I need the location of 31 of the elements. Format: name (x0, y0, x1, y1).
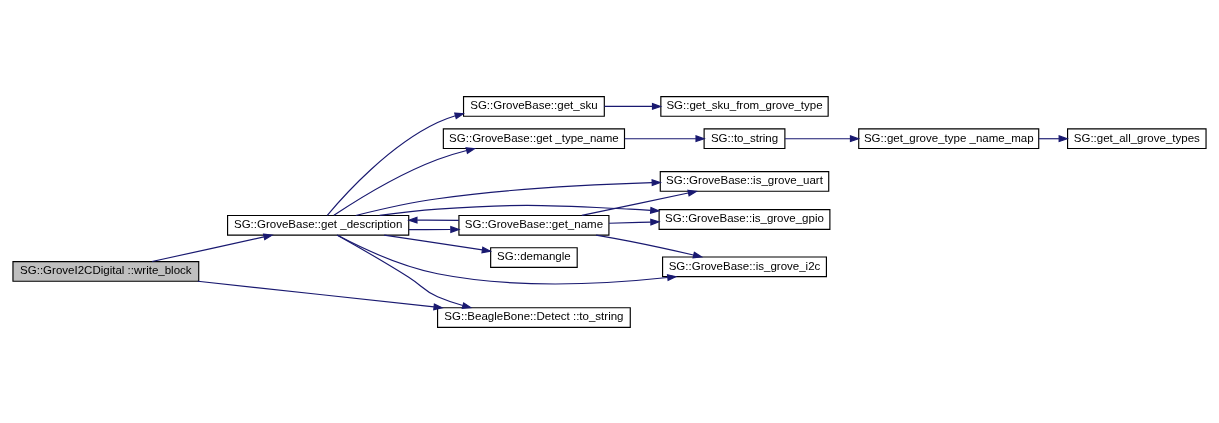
node-box: SG::get_grove_type _name_map (858, 127, 1040, 149)
arrow (197, 280, 444, 310)
arrow (333, 146, 477, 216)
node-box: SG::GroveBase::get _type_name (442, 127, 626, 149)
arrow (379, 204, 661, 216)
node-box: SG::GroveBase::get_name (458, 214, 610, 236)
node-box: SG::GroveBase::get_sku (462, 95, 605, 117)
node-box: SG::GroveI2CDigital ::write_block (12, 260, 200, 282)
node-box: SG::GroveBase::is_grove_gpio (658, 208, 831, 230)
node-box: SG::get_all_grove_types (1067, 127, 1207, 149)
arrow (595, 234, 704, 258)
arrow (383, 234, 493, 253)
arrow (624, 134, 706, 142)
arrow (581, 189, 699, 216)
node-box: SG::GroveBase::get _description (227, 214, 410, 236)
node-box: SG::GroveBase::is_grove_i2c (662, 255, 827, 277)
arrow (407, 215, 460, 224)
arrow (608, 217, 661, 226)
arrow (784, 134, 861, 142)
node-box: SG::get_sku_from_grove_type (660, 95, 829, 117)
arrow (603, 102, 663, 110)
node-box: SG::demangle (490, 246, 578, 268)
arrow (151, 232, 274, 262)
arrow (336, 234, 473, 309)
arrow (355, 178, 662, 216)
arrow (408, 225, 461, 233)
arrow (326, 111, 465, 216)
node-box: SG::GroveBase::is_grove_uart (659, 170, 830, 192)
node-box: SG::BeagleBone::Detect ::to_string (437, 306, 631, 328)
arrow (1038, 134, 1069, 142)
node-box: SG::to_string (703, 127, 786, 149)
